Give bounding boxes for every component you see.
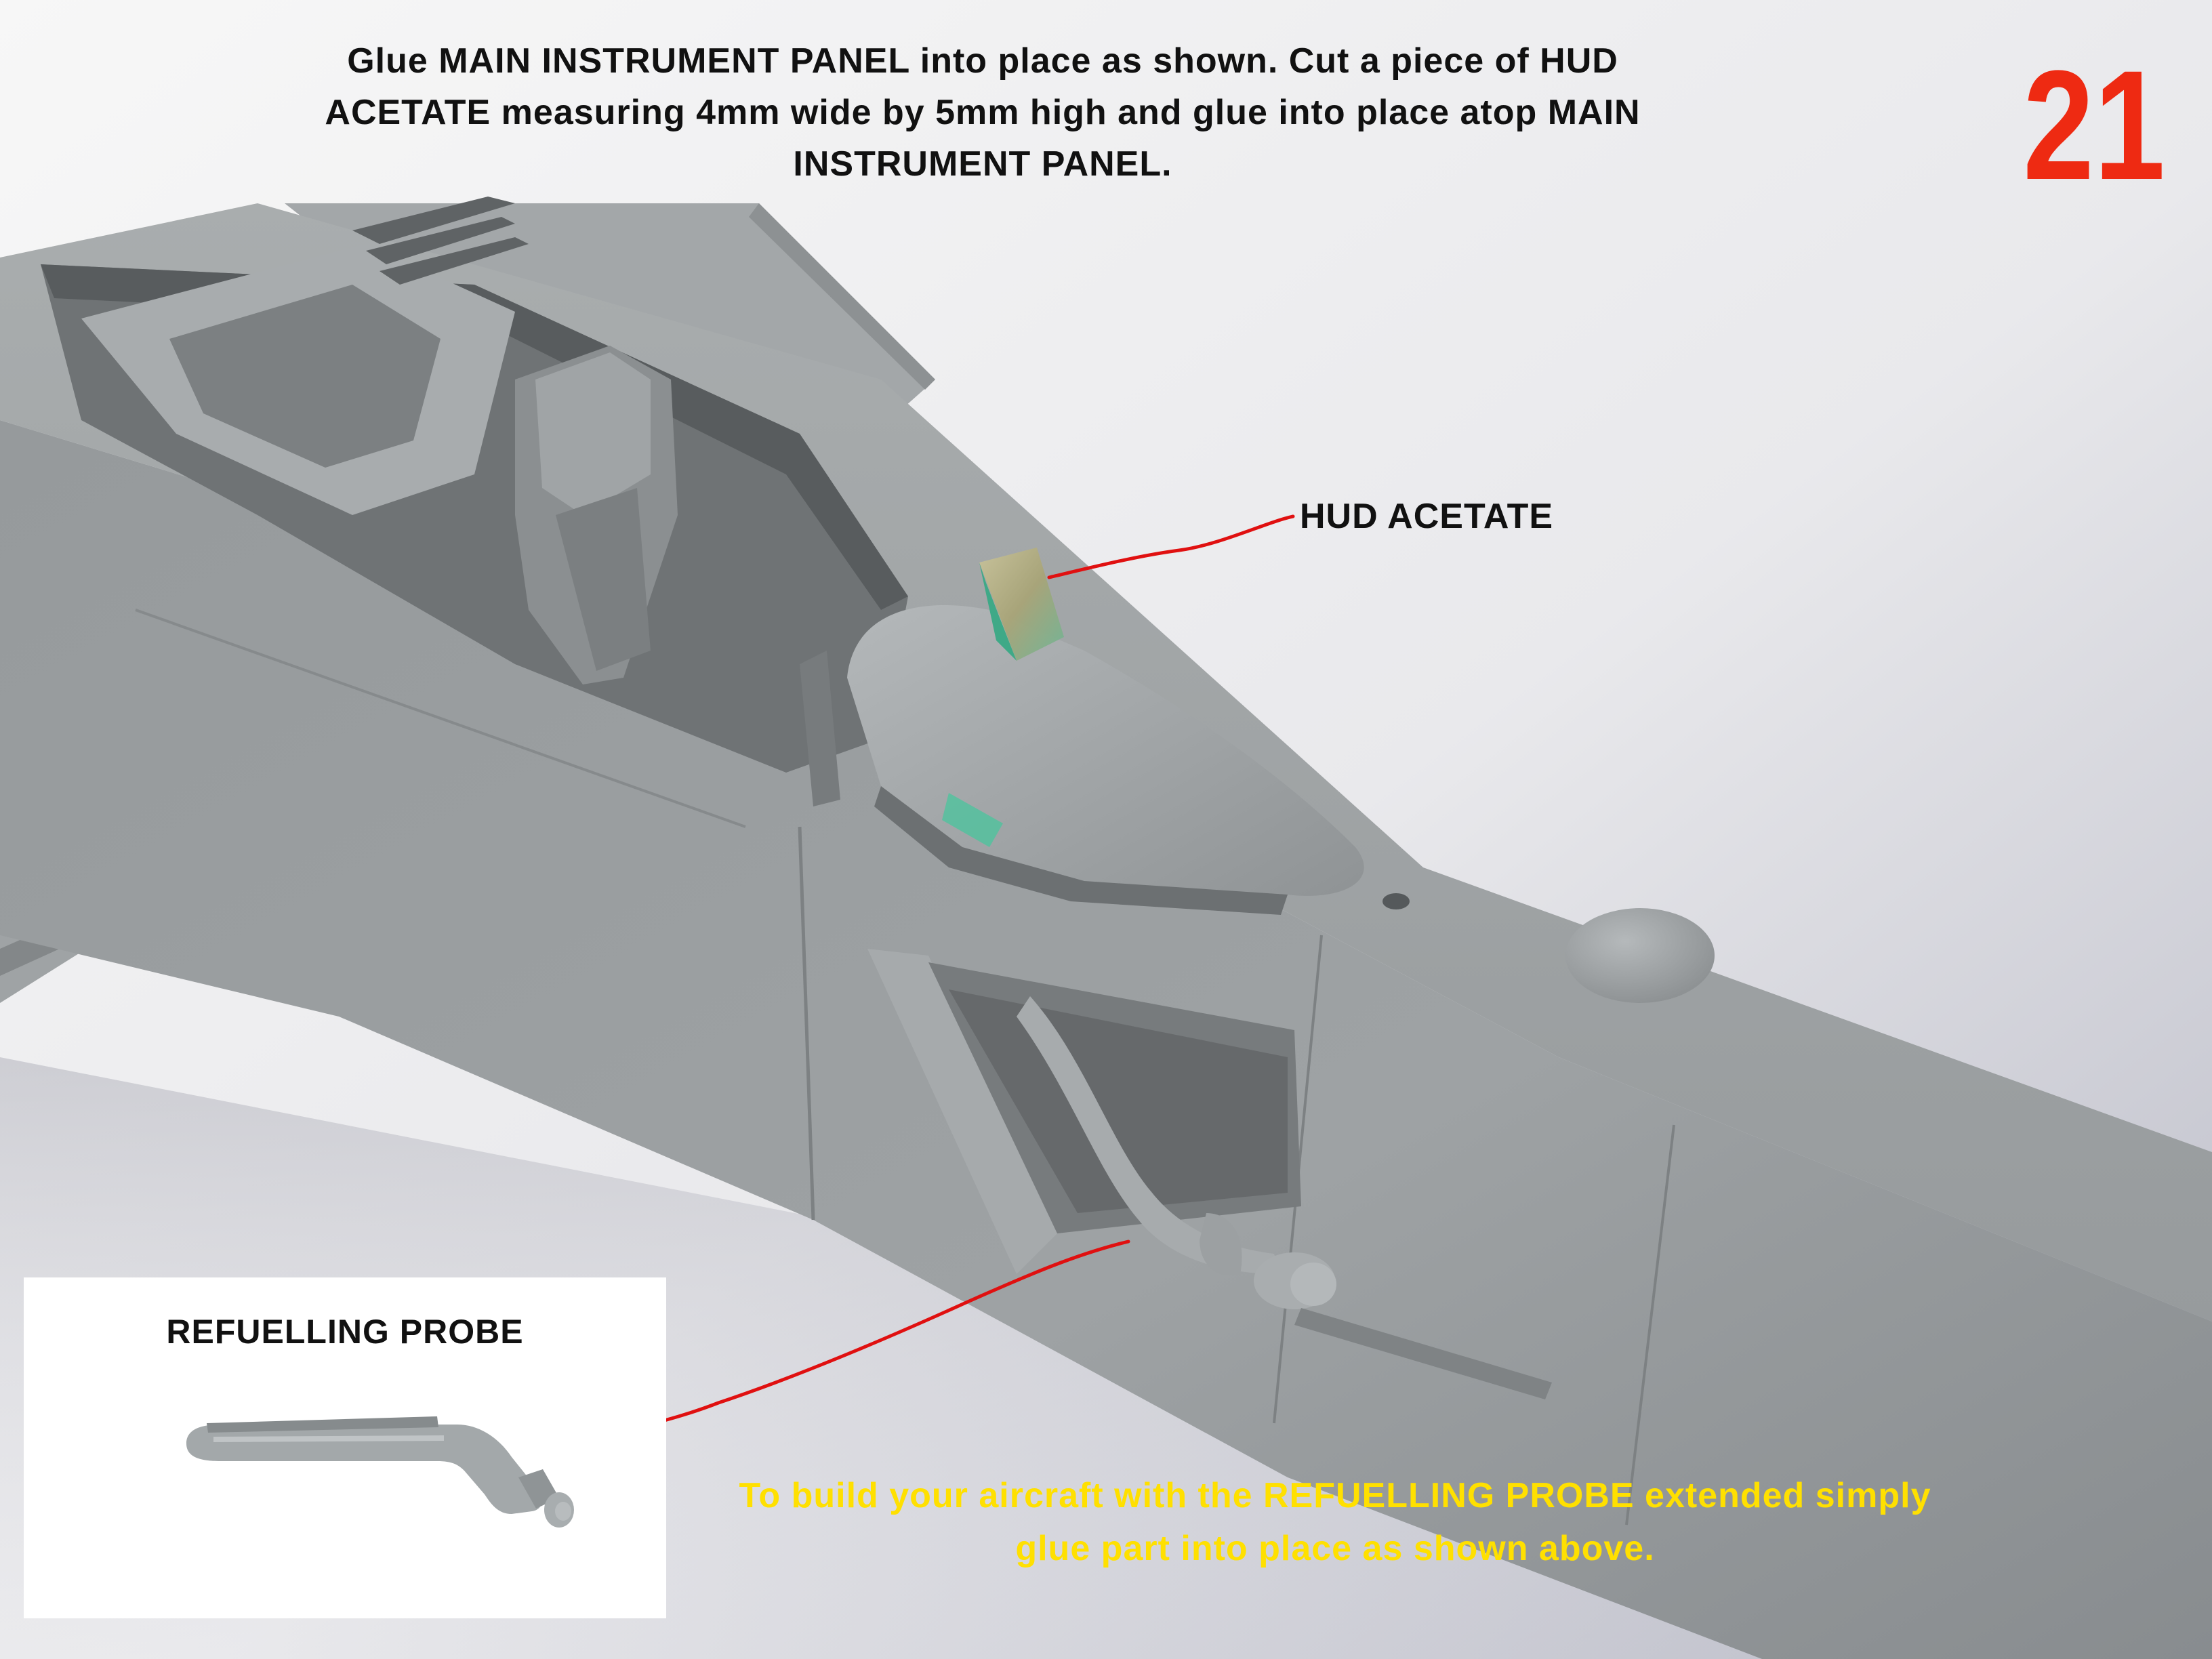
step-number: 21 [2023,38,2165,212]
refuelling-probe-part-image [186,1416,574,1528]
hud-acetate-label: HUD ACETATE [1300,497,1554,536]
instruction-text: Glue MAIN INSTRUMENT PANEL into place as… [325,41,1641,184]
refuelling-probe-label: REFUELLING PROBE [166,1313,524,1351]
refuelling-probe-inset: REFUELLING PROBE [24,1277,666,1618]
probe-note: To build your aircraft with the REFUELLI… [739,1476,1931,1568]
